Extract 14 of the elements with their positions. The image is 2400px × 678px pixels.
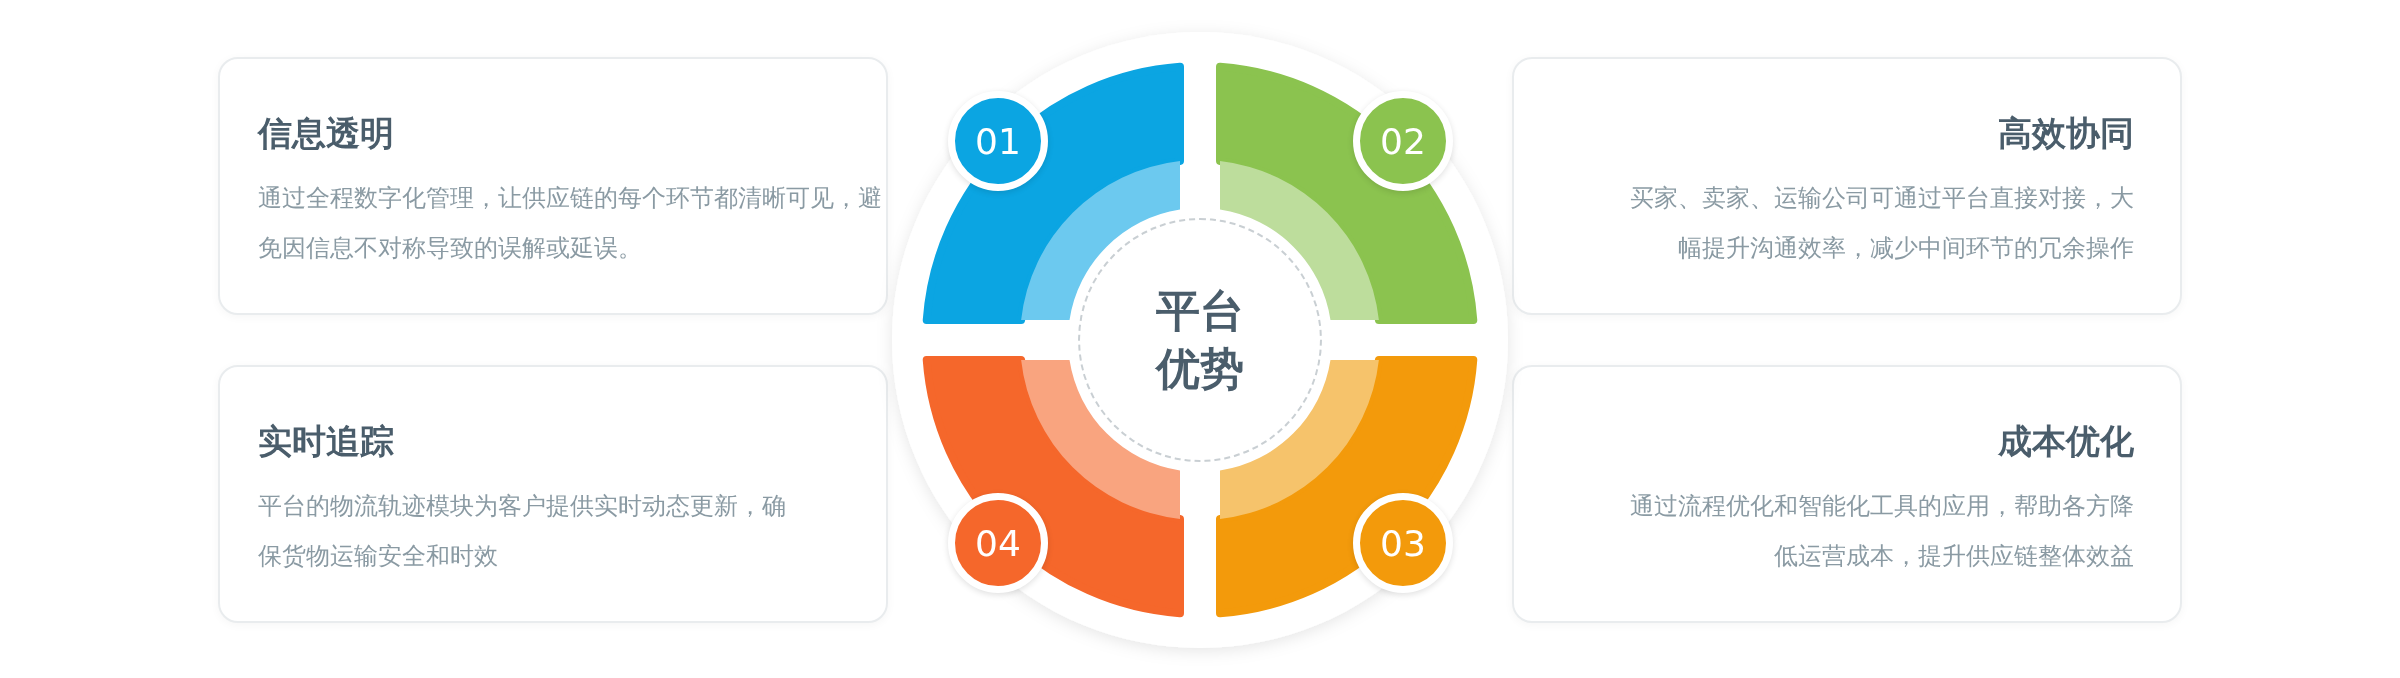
- feature-card: [1512, 57, 2182, 315]
- card-heading: 高效协同: [1998, 112, 2134, 155]
- feature-card: [218, 57, 888, 315]
- card-heading: 实时追踪: [258, 420, 394, 463]
- card-heading: 成本优化: [1998, 420, 2134, 463]
- card-heading: 信息透明: [258, 112, 394, 155]
- card-description: 买家、卖家、运输公司可通过平台直接对接，大幅提升沟通效率，减少中间环节的冗余操作: [1629, 183, 2134, 264]
- card-description: 通过流程优化和智能化工具的应用，帮助各方降低运营成本，提升供应链整体效益: [1629, 491, 2134, 572]
- center-circle: [1078, 218, 1322, 462]
- card-description: 通过全程数字化管理，让供应链的每个环节都清晰可见，避免因信息不对称导致的误解或延误。: [258, 183, 883, 264]
- feature-card: [218, 365, 888, 623]
- feature-card: [1512, 365, 2182, 623]
- center-title: 平台优势: [1154, 284, 1245, 396]
- card-description: 平台的物流轨迹模块为客户提供实时动态更新，确保货物运输安全和时效: [258, 491, 787, 572]
